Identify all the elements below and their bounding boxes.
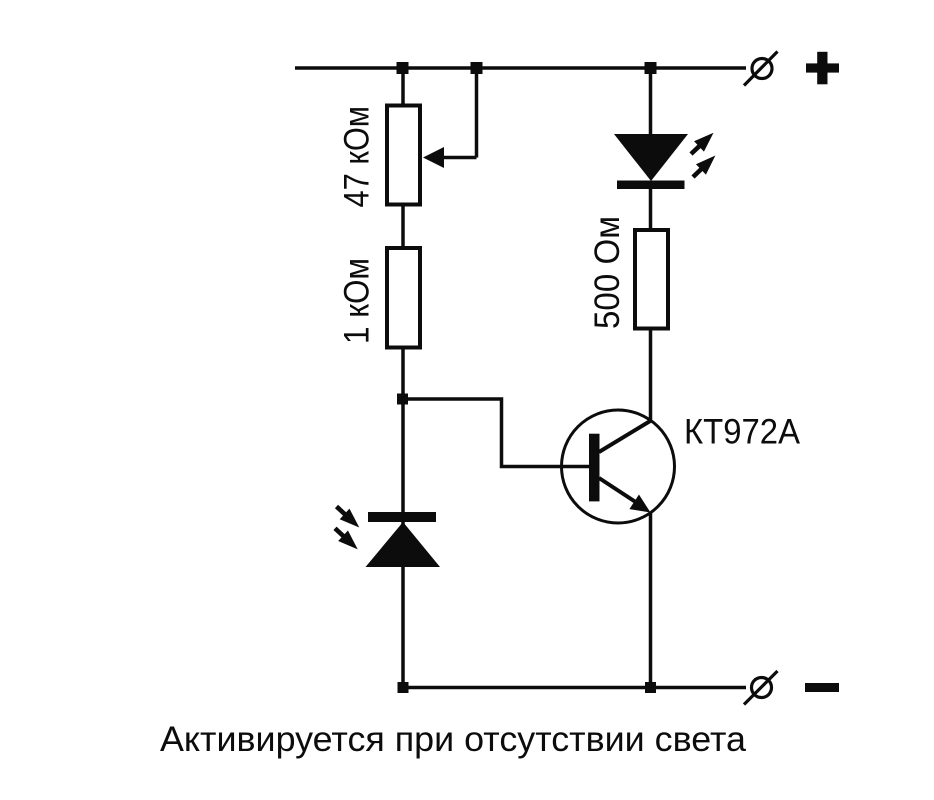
svg-text:Активируется при отсутствии св: Активируется при отсутствии света: [160, 720, 747, 759]
svg-text:500 Ом: 500 Ом: [588, 216, 627, 329]
svg-text:КТ972А: КТ972А: [684, 413, 801, 452]
svg-text:47 кОм: 47 кОм: [338, 106, 377, 208]
svg-text:1 кОм: 1 кОм: [338, 258, 377, 344]
